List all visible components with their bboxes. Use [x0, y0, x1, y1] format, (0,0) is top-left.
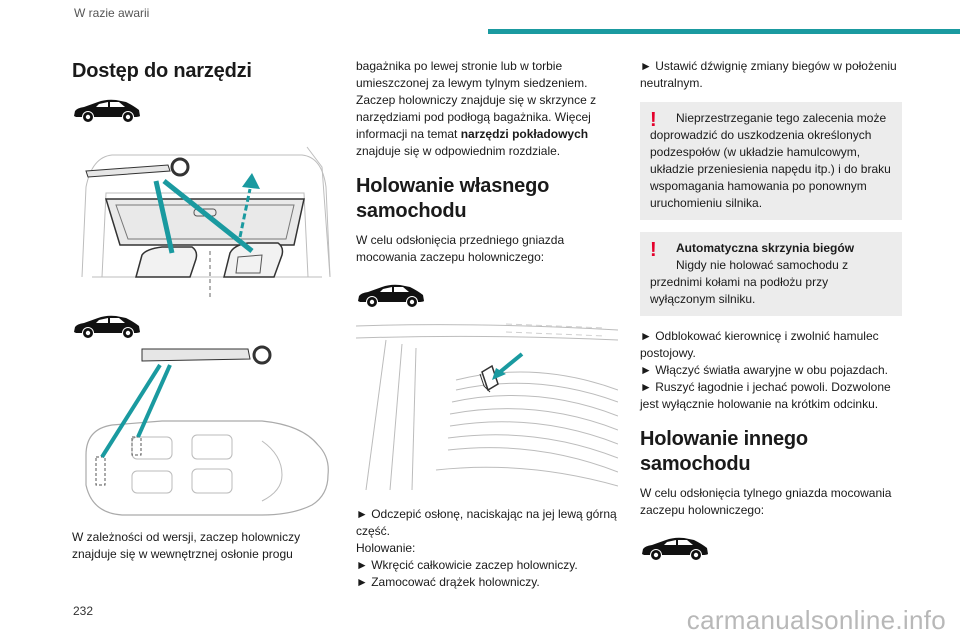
column-middle: bagażnika po lewej stronie lub w torbie …: [356, 58, 618, 591]
suv-silhouette-icon: [72, 97, 142, 123]
towing-steps: ► Odblokować kierownicę i zwolnić hamule…: [640, 329, 891, 411]
watermark: carmanualsonline.info: [686, 605, 946, 635]
section-title: W razie awarii: [74, 6, 150, 20]
warning-damage-text: Nieprzestrzeganie tego zalecenia może do…: [650, 111, 891, 210]
heading-tow-own-vehicle: Holowanie własnego samochodu: [356, 175, 550, 222]
column-left: Dostęp do narzędzi: [72, 58, 334, 563]
header-accent-bar: [488, 29, 960, 34]
column-right: ► Ustawić dźwignię zmiany biegów w położ…: [640, 58, 902, 561]
suv-silhouette-icon: [72, 313, 142, 339]
step-neutral-gear: ► Ustawić dźwignię zmiany biegów w położ…: [640, 59, 897, 90]
tow-own-intro: W celu odsłonięcia przedniego gniazda mo…: [356, 233, 565, 264]
onboard-tools-link-text: narzędzi pokładowych: [460, 127, 589, 141]
warning-automatic-title: Automatyczna skrzynia biegów: [676, 241, 855, 255]
tool-location-text: W zależności od wersji, zaczep holownicz…: [72, 530, 301, 561]
warning-box-damage: ! Nieprzestrzeganie tego zalecenia może …: [640, 102, 902, 220]
heading-tow-other-vehicle: Holowanie innego samochodu: [640, 428, 808, 475]
suv-silhouette-icon: [356, 282, 426, 308]
trunk-illustration: [81, 146, 331, 297]
step-unclip-cover: ► Odczepić osłonę, naciskając na jej lew…: [356, 507, 617, 538]
vehicle-topview-illustration: [85, 345, 329, 516]
step-attach-bar: ► Zamocować drążek holowniczy.: [356, 575, 540, 589]
tool-location-continued: bagażnika po lewej stronie lub w torbie …: [356, 59, 597, 158]
exclamation-icon: !: [650, 239, 657, 261]
tow-other-intro: W celu odsłonięcia tylnego gniazda mocow…: [640, 486, 892, 517]
exclamation-icon: !: [650, 109, 657, 131]
page-number: 232: [73, 604, 94, 618]
suv-silhouette-icon: [640, 535, 710, 561]
heading-tool-access: Dostęp do narzędzi: [72, 60, 252, 82]
front-bumper-illustration: [356, 323, 618, 490]
towing-label: Holowanie:: [356, 541, 416, 555]
warning-box-automatic: ! Automatyczna skrzynia biegów Nigdy nie…: [640, 232, 902, 316]
warning-automatic-text: Nigdy nie holować samochodu z przednimi …: [650, 258, 849, 306]
step-screw-hook: ► Wkręcić całkowicie zaczep holowniczy.: [356, 558, 578, 572]
